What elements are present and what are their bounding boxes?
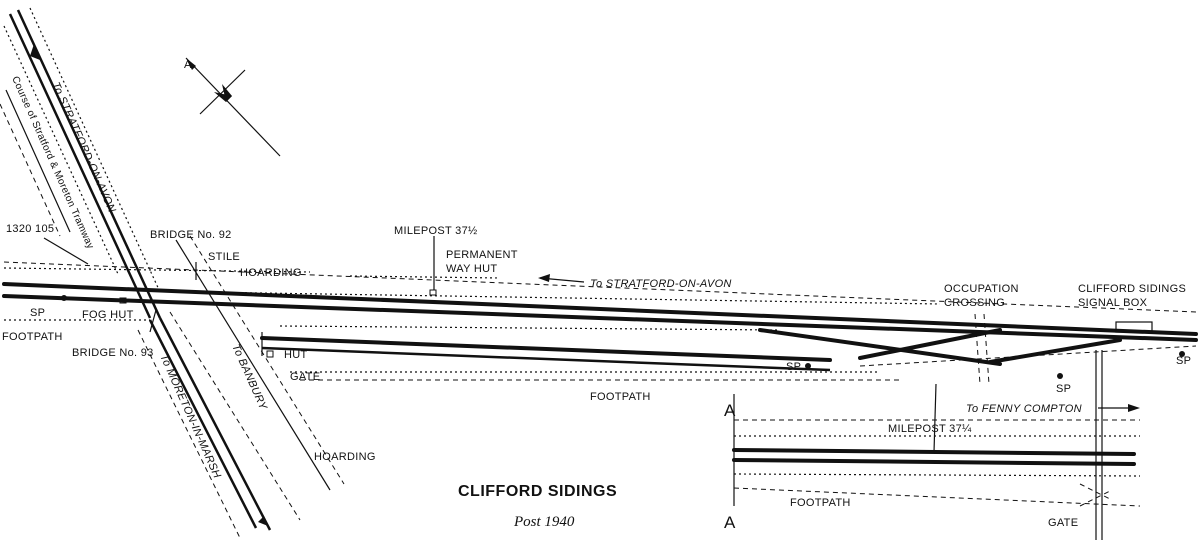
signal-box-label: CLIFFORD SIDINGS [1078,283,1186,295]
arrow-left-icon [538,274,585,283]
to-fenny-compton-label: To FENNY COMPTON [966,403,1082,415]
arrow-right-icon [1098,404,1140,412]
sp-label-2: SP [786,361,801,373]
section-a-inset [732,350,1141,540]
fog-hut-label: FOG HUT [82,309,134,321]
hoarding-bottom-label: HOARDING [314,451,376,463]
occupation-crossing-label-2: CROSSING [944,297,1005,309]
signal-box [1115,321,1153,333]
to-moreton-label: To MORETON-IN-MARSH [157,352,223,480]
stile-label: STILE [208,251,240,263]
to-stratford-main-label: To STRATFORD-ON-AVON [590,278,732,290]
hut-symbol [266,350,274,358]
footpath-left-label: FOOTPATH [2,331,63,343]
occupation-crossing-marks [974,313,990,385]
bridge-92-label: BRIDGE No. 92 [150,229,232,241]
gate-inset-label: GATE [1048,517,1078,529]
north-arrow-icon: A [184,57,281,157]
bridge-93-label: BRIDGE No. 93 [72,347,154,359]
permanent-way-hut-symbol [429,289,437,296]
sp-label-3: SP [1056,383,1071,395]
section-marker-top: A [724,401,736,420]
footpath-inset-label: FOOTPATH [790,497,851,509]
footpath-middle-label: FOOTPATH [590,391,651,403]
milepost-37-half-label: MILEPOST 37½ [394,225,478,237]
hoarding-top-label: HOARDING [240,267,302,279]
hut-label: HUT [284,349,308,361]
sp-label-4: SP [1176,355,1191,367]
map-title: CLIFFORD SIDINGS [458,483,617,500]
to-stratford-diagonal-label: To STRATFORD-ON-AVON [49,80,118,214]
to-banbury-label: To BANBURY [229,342,269,412]
map-subtitle: Post 1940 [513,514,575,530]
section-marker-bottom: A [724,513,736,532]
milepost-37-quarter-label: MILEPOST 37¼ [888,423,972,435]
main-line-tracks [2,261,1198,381]
fog-hut-symbol [119,297,127,304]
gate-top-label: GATE [290,371,320,383]
permanent-way-hut-label-2: WAY HUT [446,263,497,275]
grid-ref-label: 1320 105 [6,223,54,235]
signal-box-label-2: SIGNAL BOX [1078,297,1148,309]
leader-lines [43,236,937,453]
diagonal-railway [0,7,345,539]
occupation-crossing-label: OCCUPATION [944,283,1019,295]
sp-label-1: SP [30,307,45,319]
signal-posts [61,295,1185,379]
north-letter: A [184,59,192,71]
permanent-way-hut-label: PERMANENT [446,249,518,261]
